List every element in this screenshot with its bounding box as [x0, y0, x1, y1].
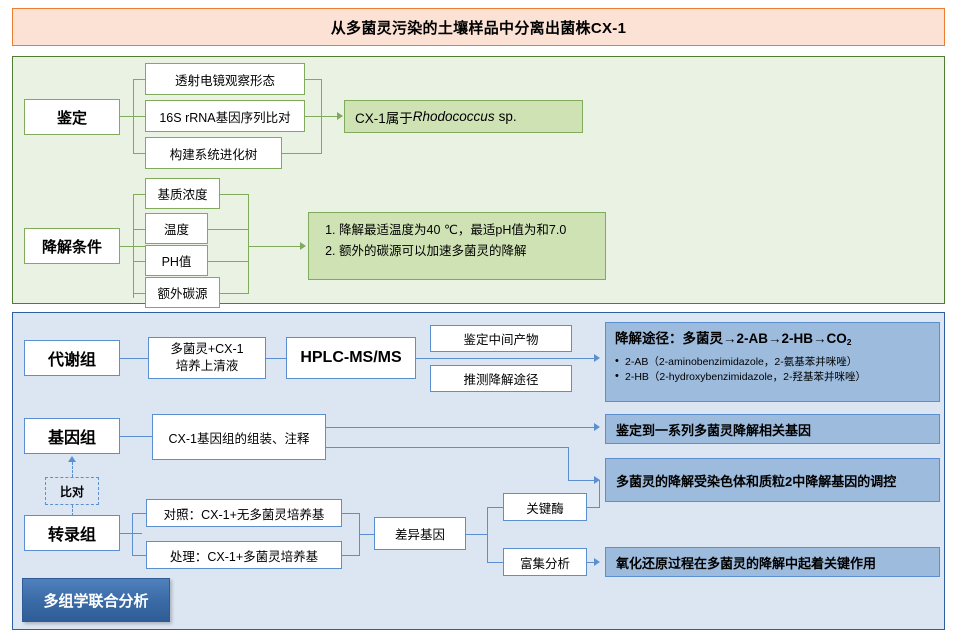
pathway-title: 降解途径：多菌灵→2-AB→2-HB→CO2 [615, 329, 930, 352]
node-genome-result-2: 多菌灵的降解受染色体和质粒2中降解基因的调控 [605, 458, 940, 502]
connector-genome-result-1 [326, 427, 596, 428]
arrowhead-trans-result [594, 558, 600, 566]
node-cond-step-3[interactable]: PH值 [145, 245, 208, 276]
connector-cond-merge-spine [248, 194, 249, 294]
connector-trans-spine [132, 513, 133, 555]
multiomics-ribbon: 多组学联合分析 [22, 578, 170, 622]
connector-metab-1 [120, 358, 148, 359]
arrowhead-genome-result-2 [594, 476, 600, 484]
arrowhead-genome-result-1 [594, 423, 600, 431]
connector-genome-result-2b [568, 447, 569, 480]
arrowhead-compare-up [68, 456, 76, 462]
connector-enzyme-b [599, 480, 600, 508]
connector-deg-out [466, 534, 488, 535]
node-metabolome-root[interactable]: 代谢组 [24, 340, 120, 376]
pathway-title-sub: 2 [846, 337, 852, 347]
connector-cond-stub-1 [133, 194, 145, 195]
connector-compare-up [72, 462, 73, 477]
node-trans-branch-2[interactable]: 富集分析 [503, 548, 587, 576]
pathway-title-chain: 多菌灵→2-AB→2-HB→CO [682, 331, 847, 346]
node-trans-deg[interactable]: 差异基因 [374, 517, 466, 550]
connector-metab-3 [416, 358, 596, 359]
node-ident-step-3[interactable]: 构建系统进化树 [145, 137, 282, 169]
arrowhead-ident-result [337, 112, 343, 120]
node-genome-step[interactable]: CX-1基因组的组装、注释 [152, 414, 326, 460]
arrowhead-metab-pathway [594, 354, 600, 362]
diagram-title: 从多菌灵污染的土壤样品中分离出菌株CX-1 [12, 8, 945, 46]
node-conditions-root[interactable]: 降解条件 [24, 228, 120, 264]
node-trans-result: 氧化还原过程在多菌灵的降解中起着关键作用 [605, 547, 940, 577]
node-cond-step-1[interactable]: 基质浓度 [145, 178, 220, 209]
node-cond-step-4[interactable]: 额外碳源 [145, 277, 220, 308]
node-metabolome-sample[interactable]: 多菌灵+CX-1 培养上清液 [148, 337, 266, 379]
node-metabolome-output-1[interactable]: 鉴定中间产物 [430, 325, 572, 352]
connector-ident-out [321, 116, 342, 117]
connector-enzyme-a [587, 507, 600, 508]
node-identification-root[interactable]: 鉴定 [24, 99, 120, 135]
node-transcriptome-root[interactable]: 转录组 [24, 515, 120, 551]
connector-ident-stub-3 [133, 153, 145, 154]
metab-sample-line2: 培养上清液 [175, 359, 239, 373]
connector-trans-stub-2 [132, 555, 146, 556]
node-trans-group-1[interactable]: 对照：CX-1+无多菌灵培养基 [146, 499, 342, 527]
arrowhead-cond-result [300, 242, 306, 250]
cond-result-2: 额外的碳源可以加速多菌灵的降解 [339, 241, 597, 262]
connector-ident-merge-2 [305, 116, 322, 117]
connector-cond-stub-2 [133, 229, 145, 230]
connector-genome-result-2a [326, 447, 568, 448]
connector-trans-to-deg [359, 534, 374, 535]
metab-sample-line1: 多菌灵+CX-1 [170, 342, 244, 356]
connector-deg-spine [487, 507, 488, 562]
node-genome-result-1: 鉴定到一系列多菌灵降解相关基因 [605, 414, 940, 444]
connector-ident-merge-1 [305, 79, 322, 80]
node-compare[interactable]: 比对 [45, 477, 99, 505]
ident-result-species: Rhodococcus [412, 109, 495, 124]
node-degradation-pathway: 降解途径：多菌灵→2-AB→2-HB→CO2 2-AB（2-aminobenzi… [605, 322, 940, 402]
ident-result-prefix: CX-1属于 [355, 110, 413, 126]
connector-cond-merge-2 [208, 229, 249, 230]
connector-cond-merge-3 [208, 261, 249, 262]
node-trans-group-2[interactable]: 处理：CX-1+多菌灵培养基 [146, 541, 342, 569]
node-cond-results: 降解最适温度为40 ℃，最适pH值为和7.0 额外的碳源可以加速多菌灵的降解 [308, 212, 606, 280]
connector-deg-stub-2 [487, 562, 503, 563]
node-trans-branch-1[interactable]: 关键酶 [503, 493, 587, 521]
connector-trans-merge-2 [342, 555, 360, 556]
pathway-note-2: 2-HB（2-hydroxybenzimidazole，2-羟基苯并咪唑） [615, 369, 930, 385]
connector-trans-merge-1 [342, 513, 360, 514]
connector-ident-root [120, 116, 145, 117]
node-ident-step-1[interactable]: 透射电镜观察形态 [145, 63, 305, 95]
pathway-title-prefix: 降解途径： [615, 331, 683, 346]
node-cond-step-2[interactable]: 温度 [145, 213, 208, 244]
connector-ident-stub-2 [133, 116, 145, 117]
node-ident-step-2[interactable]: 16S rRNA基因序列比对 [145, 100, 305, 132]
ident-result-suffix: sp. [498, 109, 517, 124]
connector-enrich-out [587, 562, 596, 563]
connector-cond-root [120, 246, 145, 247]
connector-cond-spine [133, 194, 134, 298]
node-genome-root[interactable]: 基因组 [24, 418, 120, 454]
connector-genome-result-2c [568, 480, 596, 481]
connector-cond-out [248, 246, 302, 247]
connector-deg-stub-1 [487, 507, 503, 508]
node-metabolome-output-2[interactable]: 推测降解途径 [430, 365, 572, 392]
node-metabolome-instrument[interactable]: HPLC-MS/MS [286, 337, 416, 379]
connector-ident-merge-3 [282, 153, 322, 154]
pathway-note-1: 2-AB（2-aminobenzimidazole，2-氨基苯并咪唑） [615, 354, 930, 370]
connector-compare-down [72, 505, 73, 520]
connector-cond-merge-1 [220, 194, 249, 195]
connector-cond-stub-3 [133, 261, 145, 262]
connector-trans-stub-1 [132, 513, 146, 514]
connector-metab-2 [266, 358, 286, 359]
connector-cond-stub-4 [133, 293, 145, 294]
cond-result-1: 降解最适温度为40 ℃，最适pH值为和7.0 [339, 220, 597, 241]
connector-genome-1 [120, 436, 152, 437]
connector-cond-merge-4 [220, 293, 249, 294]
connector-trans-root [120, 533, 142, 534]
connector-ident-stub-1 [133, 79, 145, 80]
